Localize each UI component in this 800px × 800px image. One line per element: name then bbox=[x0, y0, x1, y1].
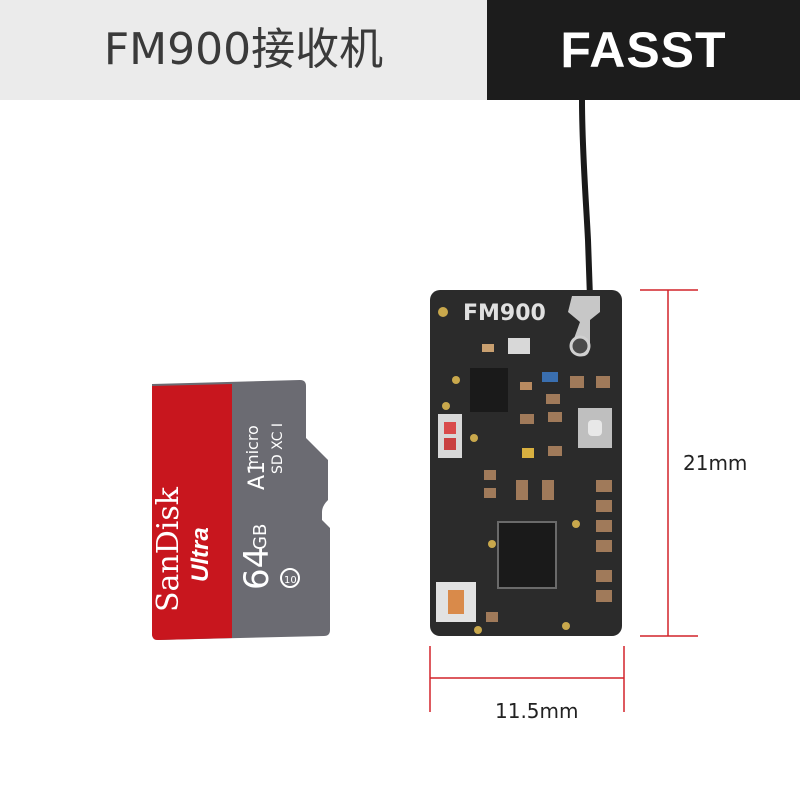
width-dimension-label: 11.5mm bbox=[495, 699, 579, 723]
header-title-bar bbox=[0, 0, 487, 100]
dimension-lines bbox=[429, 289, 698, 712]
sd-card-red-section bbox=[152, 384, 232, 640]
height-dimension-label: 21mm bbox=[683, 451, 748, 475]
sd-speed-class: 10 bbox=[284, 575, 297, 586]
sd-capacity: 64 bbox=[237, 547, 277, 590]
micro-sd-card: SanDisk Ultra 64 GB A1 micro SD XC I 10 bbox=[151, 380, 330, 640]
sd-class: A1 bbox=[245, 461, 270, 490]
main-chip bbox=[497, 521, 557, 589]
mount-hole bbox=[438, 307, 448, 317]
sd-line: Ultra bbox=[187, 527, 214, 582]
sd-brand: SanDisk bbox=[151, 486, 186, 612]
header-badge-bar bbox=[487, 0, 800, 100]
sd-unit: GB bbox=[250, 524, 271, 550]
protocol-badge: FASST bbox=[560, 22, 727, 78]
speed-class-icon bbox=[280, 568, 300, 588]
receiver-board: FM900 bbox=[430, 290, 622, 636]
sd-sdxc: SD XC I bbox=[270, 423, 286, 474]
led-top bbox=[438, 414, 462, 458]
antenna-wire bbox=[579, 99, 593, 299]
regulator-chip bbox=[470, 368, 508, 412]
board-label: FM900 bbox=[463, 301, 546, 326]
sd-micro: micro bbox=[243, 425, 262, 470]
page-title: FM900接收机 bbox=[103, 24, 384, 75]
